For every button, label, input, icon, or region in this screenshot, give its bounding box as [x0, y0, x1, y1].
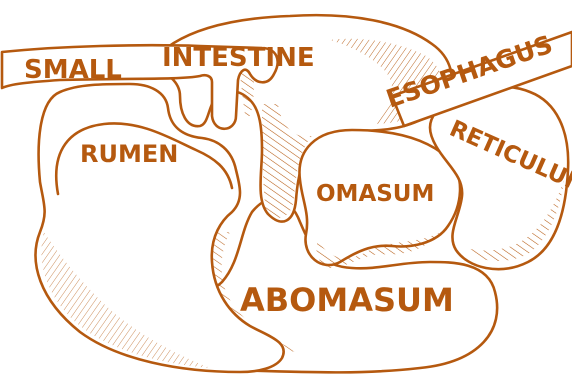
label-intestine: INTESTINE	[162, 43, 315, 73]
label-rumen: RUMEN	[80, 140, 178, 168]
label-small: SMALL	[24, 55, 122, 85]
label-omasum: OMASUM	[316, 181, 434, 207]
intestine-loop-shading	[240, 73, 254, 120]
label-abomasum: ABOMASUM	[240, 281, 454, 319]
